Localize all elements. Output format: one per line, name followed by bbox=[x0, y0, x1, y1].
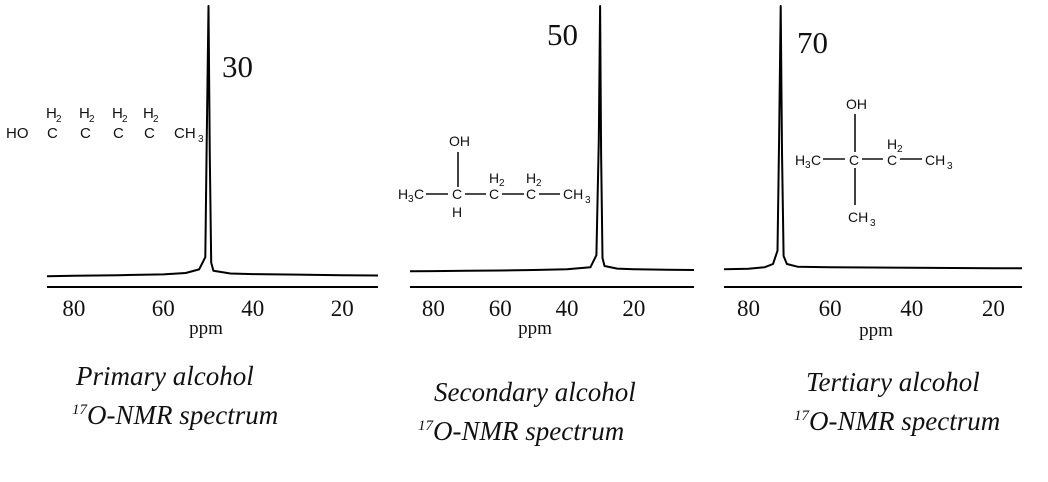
x-tick-label: 80 bbox=[422, 296, 445, 321]
atom-label-methyl: CH bbox=[925, 152, 945, 168]
atom-label-subscript: 2 bbox=[122, 114, 128, 125]
x-tick-label: 20 bbox=[331, 296, 354, 321]
atom-label-carbon: C bbox=[489, 186, 499, 202]
caption-secondary: Secondary alcohol 17O-NMR spectrum bbox=[418, 375, 636, 448]
isotope-number: 17 bbox=[72, 402, 87, 418]
spectrum-plot-tertiary: 80 60 40 20 ppm 70 bbox=[723, 5, 1022, 341]
atom-label-carbon: C bbox=[849, 152, 859, 168]
atom-label-subscript: 3 bbox=[198, 134, 204, 145]
atom-label-hydrogen: H bbox=[887, 136, 897, 152]
x-tick-label: 60 bbox=[152, 296, 175, 321]
atom-label-hydrogen: H bbox=[795, 152, 805, 168]
spectrum-plot-secondary: 80 60 40 20 ppm 50 bbox=[409, 5, 695, 339]
atom-label-hydrogen: H bbox=[398, 186, 408, 202]
atom-label-hydrogen: H bbox=[112, 105, 123, 122]
atom-label-hydrogen: H bbox=[526, 170, 536, 186]
atom-label-carbon: C bbox=[452, 186, 462, 202]
x-tick-label: 80 bbox=[62, 296, 85, 321]
x-tick-label: 60 bbox=[819, 296, 842, 321]
caption-subtitle: O-NMR spectrum bbox=[809, 406, 1001, 436]
peak-label: 70 bbox=[797, 25, 828, 60]
atom-label-subscript: 2 bbox=[499, 178, 505, 189]
atom-label-hydroxyl: OH bbox=[846, 96, 867, 112]
atom-label-subscript: 2 bbox=[897, 144, 903, 155]
x-axis-label: ppm bbox=[859, 320, 893, 341]
peak-label: 30 bbox=[222, 49, 253, 84]
atom-label-subscript: 3 bbox=[805, 160, 811, 171]
atom-label-hydroxyl: HO bbox=[6, 125, 29, 142]
x-axis-label: ppm bbox=[518, 318, 552, 339]
x-tick-label: 80 bbox=[737, 296, 760, 321]
atom-label-subscript: 3 bbox=[408, 194, 414, 205]
spectrum-plot-primary: 80 60 40 20 ppm 30 bbox=[46, 5, 379, 339]
atom-label-carbon: C bbox=[811, 152, 821, 168]
caption-primary: Primary alcohol 17O-NMR spectrum bbox=[72, 359, 279, 432]
isotope-number: 17 bbox=[418, 418, 433, 434]
atom-label-subscript: 3 bbox=[870, 218, 876, 229]
atom-label-hydrogen: H bbox=[489, 170, 499, 186]
atom-label-methyl: CH bbox=[563, 186, 583, 202]
atom-label-carbon: C bbox=[887, 152, 897, 168]
atom-label-carbon: C bbox=[526, 186, 536, 202]
x-tick-label: 40 bbox=[900, 296, 923, 321]
atom-label-carbon: C bbox=[144, 125, 155, 142]
caption-tertiary: Tertiary alcohol 17O-NMR spectrum bbox=[794, 365, 1000, 438]
x-tick-label: 60 bbox=[489, 296, 512, 321]
isotope-number: 17 bbox=[794, 408, 809, 424]
x-tick-label: 20 bbox=[622, 296, 645, 321]
atom-label-subscript: 2 bbox=[89, 114, 95, 125]
caption-title: Secondary alcohol bbox=[434, 377, 636, 407]
atom-label-subscript: 2 bbox=[153, 114, 159, 125]
x-tick-label: 20 bbox=[982, 296, 1005, 321]
x-axis-label: ppm bbox=[189, 318, 223, 339]
atom-label-hydrogen: H bbox=[143, 105, 154, 122]
caption-subtitle: O-NMR spectrum bbox=[87, 400, 279, 430]
spectrum-line bbox=[723, 5, 1022, 271]
x-tick-label: 40 bbox=[241, 296, 264, 321]
spectrum-line bbox=[409, 5, 695, 273]
atom-label-hydrogen: H bbox=[79, 105, 90, 122]
atom-label-carbon: C bbox=[47, 125, 58, 142]
x-tick-label: 40 bbox=[556, 296, 579, 321]
atom-label-carbon: C bbox=[80, 125, 91, 142]
atom-label-subscript: 2 bbox=[536, 178, 542, 189]
spectrum-line bbox=[46, 5, 379, 278]
atom-label-subscript: 3 bbox=[585, 195, 591, 206]
caption-title: Tertiary alcohol bbox=[806, 367, 980, 397]
atom-label-methyl: CH bbox=[174, 125, 196, 142]
atom-label-hydroxyl: OH bbox=[449, 133, 470, 149]
atom-label-hydrogen: H bbox=[46, 105, 57, 122]
atom-label-subscript: 3 bbox=[947, 161, 953, 172]
atom-label-carbon: C bbox=[113, 125, 124, 142]
atom-label-hydrogen: H bbox=[452, 204, 462, 220]
atom-label-subscript: 2 bbox=[56, 114, 62, 125]
peak-label: 50 bbox=[547, 17, 578, 52]
atom-label-carbon: C bbox=[414, 186, 424, 202]
caption-subtitle: O-NMR spectrum bbox=[433, 416, 625, 446]
atom-label-methyl: CH bbox=[848, 209, 868, 225]
caption-title: Primary alcohol bbox=[76, 361, 254, 391]
